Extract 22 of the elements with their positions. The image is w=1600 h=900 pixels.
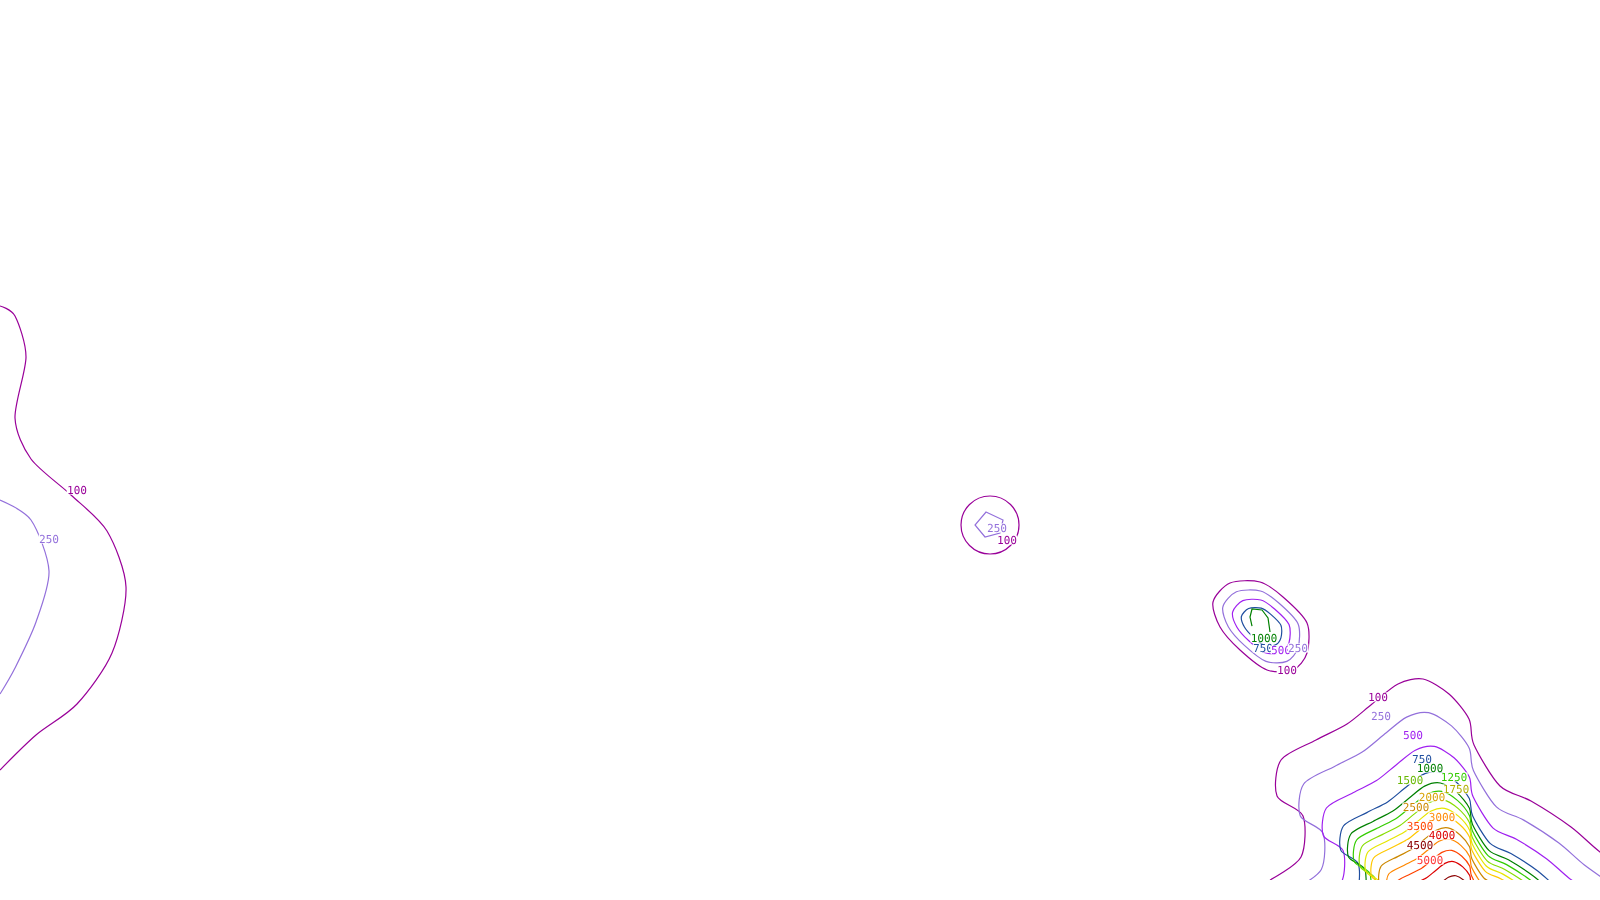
contour-label: 750 xyxy=(1411,754,1433,764)
contour-label: 250 xyxy=(986,523,1008,533)
contour-label: 2000 xyxy=(1418,792,1446,802)
contour-label: 100 xyxy=(1367,692,1389,702)
contour-label: 250 xyxy=(38,534,60,544)
contour-label: 1500 xyxy=(1396,775,1424,785)
contour-label: 2500 xyxy=(1402,802,1430,812)
contour-label: 5000 xyxy=(1416,855,1444,865)
contour-label: 4500 xyxy=(1406,840,1434,850)
contour-label: 3000 xyxy=(1428,812,1456,822)
contour-label: 500 xyxy=(1402,730,1424,740)
contour-label: 100 xyxy=(996,535,1018,545)
contour-label: 1750 xyxy=(1442,784,1470,794)
contour-label: 3500 xyxy=(1406,821,1434,831)
contour-label: 100 xyxy=(66,485,88,495)
contour-label: 1250 xyxy=(1440,772,1468,782)
contour-label: 4000 xyxy=(1428,830,1456,840)
contour-label: 100 xyxy=(1276,665,1298,675)
contour-label: 1000 xyxy=(1416,763,1444,773)
contour-label: 250 xyxy=(1370,711,1392,721)
contour-label: 1000 xyxy=(1250,633,1278,643)
contour-label: 250 xyxy=(1287,643,1309,653)
